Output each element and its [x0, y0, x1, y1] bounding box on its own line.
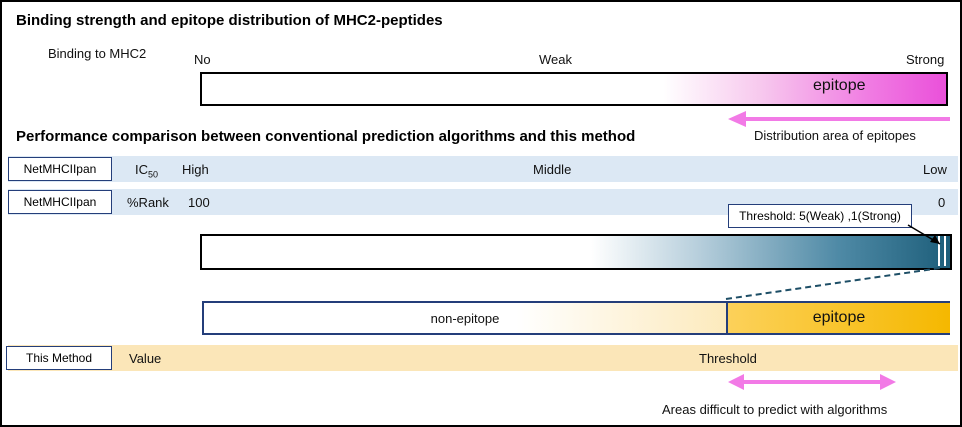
comparison-section-title: Performance comparison between conventio…: [16, 128, 636, 145]
epitope-segment: epitope: [726, 303, 950, 333]
binding-section-title: Binding strength and epitope distributio…: [16, 12, 443, 29]
ic50-low-label: Low: [923, 162, 947, 177]
threshold-note-box: Threshold: 5(Weak) ,1(Strong): [728, 204, 912, 228]
scale-no-label: No: [194, 52, 211, 67]
this-method-box: This Method: [6, 346, 112, 370]
rank-metric-label: %Rank: [127, 195, 169, 210]
netmhciipan-ic50-box: NetMHCIIpan: [8, 157, 112, 181]
ic50-metric-text: IC: [135, 162, 148, 177]
difficult-area-arrow: [728, 374, 896, 390]
netmhciipan-score-bar: [200, 234, 952, 270]
distribution-label: Distribution area of epitopes: [754, 128, 916, 143]
scale-weak-label: Weak: [539, 52, 572, 67]
difficult-area-label: Areas difficult to predict with algorith…: [662, 402, 888, 417]
ic50-metric-label: IC50: [135, 162, 158, 180]
epitope-top-label: epitope: [813, 77, 866, 94]
threshold-label: Threshold: [699, 351, 757, 366]
binding-label: Binding to MHC2: [48, 46, 147, 61]
netmhciipan-rank-box: NetMHCIIpan: [8, 190, 112, 214]
ic50-middle-label: Middle: [533, 162, 572, 177]
distribution-arrow: [728, 111, 950, 127]
ic50-high-label: High: [182, 162, 209, 177]
threshold-mapping-dashed-line: [725, 267, 941, 300]
rank-0-label: 0: [938, 195, 946, 210]
scale-strong-label: Strong: [906, 52, 945, 67]
non-epitope-segment: non-epitope: [430, 310, 500, 326]
binding-strength-bar: [200, 72, 948, 106]
ic50-metric-subscript: 50: [148, 169, 159, 180]
strong-threshold-marker: [944, 236, 946, 266]
method-row-band: [8, 345, 958, 371]
ic50-row-band: [8, 156, 958, 182]
value-label: Value: [129, 351, 162, 366]
this-method-bar: non-epitope epitope: [202, 301, 950, 335]
weak-threshold-marker: [938, 236, 940, 266]
rank-100-label: 100: [188, 195, 210, 210]
